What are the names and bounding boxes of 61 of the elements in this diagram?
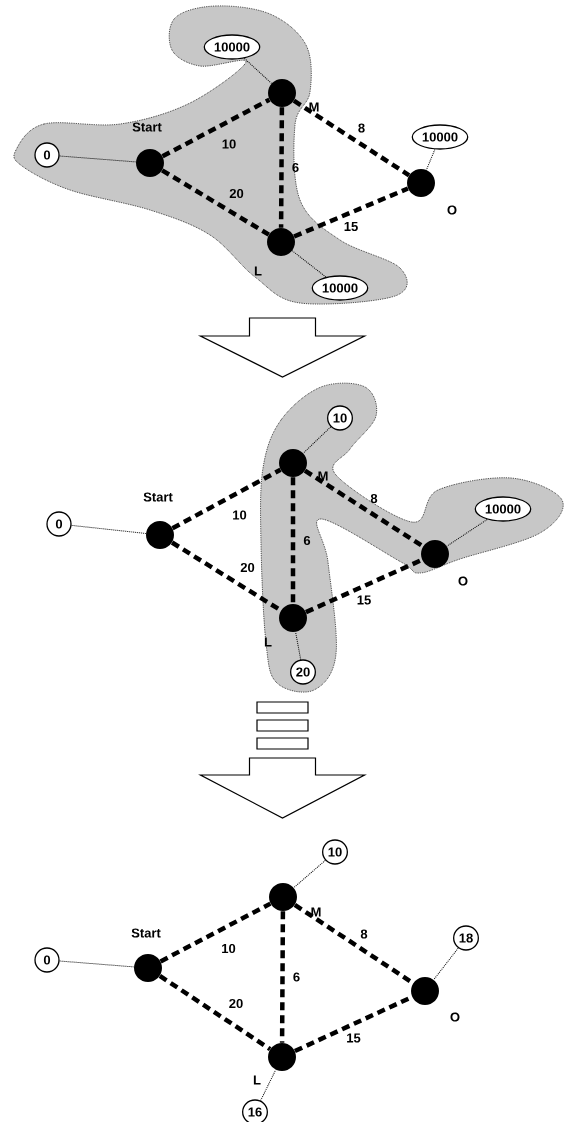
- edge-label: 15: [357, 595, 371, 605]
- leader-line: [59, 155, 137, 163]
- edge-label: 6: [303, 535, 311, 546]
- value-label: 16: [242, 1099, 268, 1122]
- node-label: O: [450, 1012, 460, 1022]
- edge-label: 15: [347, 1033, 361, 1043]
- value-label: 10000: [311, 275, 369, 301]
- value-label: 10000: [474, 496, 532, 522]
- edge: [303, 468, 425, 549]
- edge-label: 15: [344, 222, 358, 232]
- edge: [158, 974, 272, 1052]
- leader-line: [446, 519, 488, 547]
- node-label: M: [311, 907, 321, 917]
- edge-label: 8: [358, 123, 365, 133]
- edge: [161, 97, 271, 159]
- value-label: 0: [46, 511, 72, 537]
- leader-line: [243, 57, 273, 84]
- edge: [159, 901, 272, 964]
- edge: [293, 186, 409, 239]
- edge-label: 6: [293, 972, 300, 982]
- edge: [305, 557, 423, 615]
- node-label: L: [253, 1075, 261, 1085]
- edge: [278, 107, 285, 228]
- value-label: 10: [322, 839, 348, 865]
- leader-line: [433, 947, 459, 981]
- node-label: Start: [131, 928, 161, 938]
- edge-label: 8: [370, 493, 378, 504]
- edge: [292, 98, 411, 178]
- edge: [161, 168, 270, 237]
- leader-line: [59, 960, 135, 968]
- leader-line: [291, 250, 327, 278]
- node-label: Start: [143, 492, 173, 502]
- value-label: 10: [327, 405, 353, 431]
- edge-label: 10: [222, 139, 236, 149]
- value-label: 0: [34, 142, 60, 168]
- edge-label: 20: [229, 998, 243, 1009]
- edge-label: 8: [360, 929, 368, 939]
- node-label: O: [447, 205, 457, 215]
- edge-label: 20: [229, 188, 244, 199]
- value-label: 18: [453, 925, 479, 951]
- edge: [290, 477, 296, 604]
- edge-label: 6: [292, 162, 299, 173]
- edge-label: 10: [233, 510, 247, 520]
- node-label: O: [458, 576, 468, 586]
- value-label: 10000: [203, 34, 261, 60]
- edge: [171, 467, 282, 531]
- leader-line: [71, 524, 147, 534]
- edge: [279, 911, 286, 1043]
- leader-line: [260, 1069, 277, 1102]
- leader-line: [295, 631, 302, 661]
- edge-label: 10: [222, 943, 236, 954]
- leader-line: [302, 426, 332, 454]
- node-label: L: [254, 266, 262, 276]
- node-label: L: [264, 637, 272, 647]
- leader-line: [425, 148, 436, 171]
- value-label: 0: [34, 947, 60, 973]
- value-label: 10000: [411, 124, 469, 150]
- node-label: Start: [132, 122, 162, 132]
- edge-label: 20: [240, 562, 255, 573]
- value-label: 20: [290, 659, 316, 685]
- leader-line: [293, 859, 326, 889]
